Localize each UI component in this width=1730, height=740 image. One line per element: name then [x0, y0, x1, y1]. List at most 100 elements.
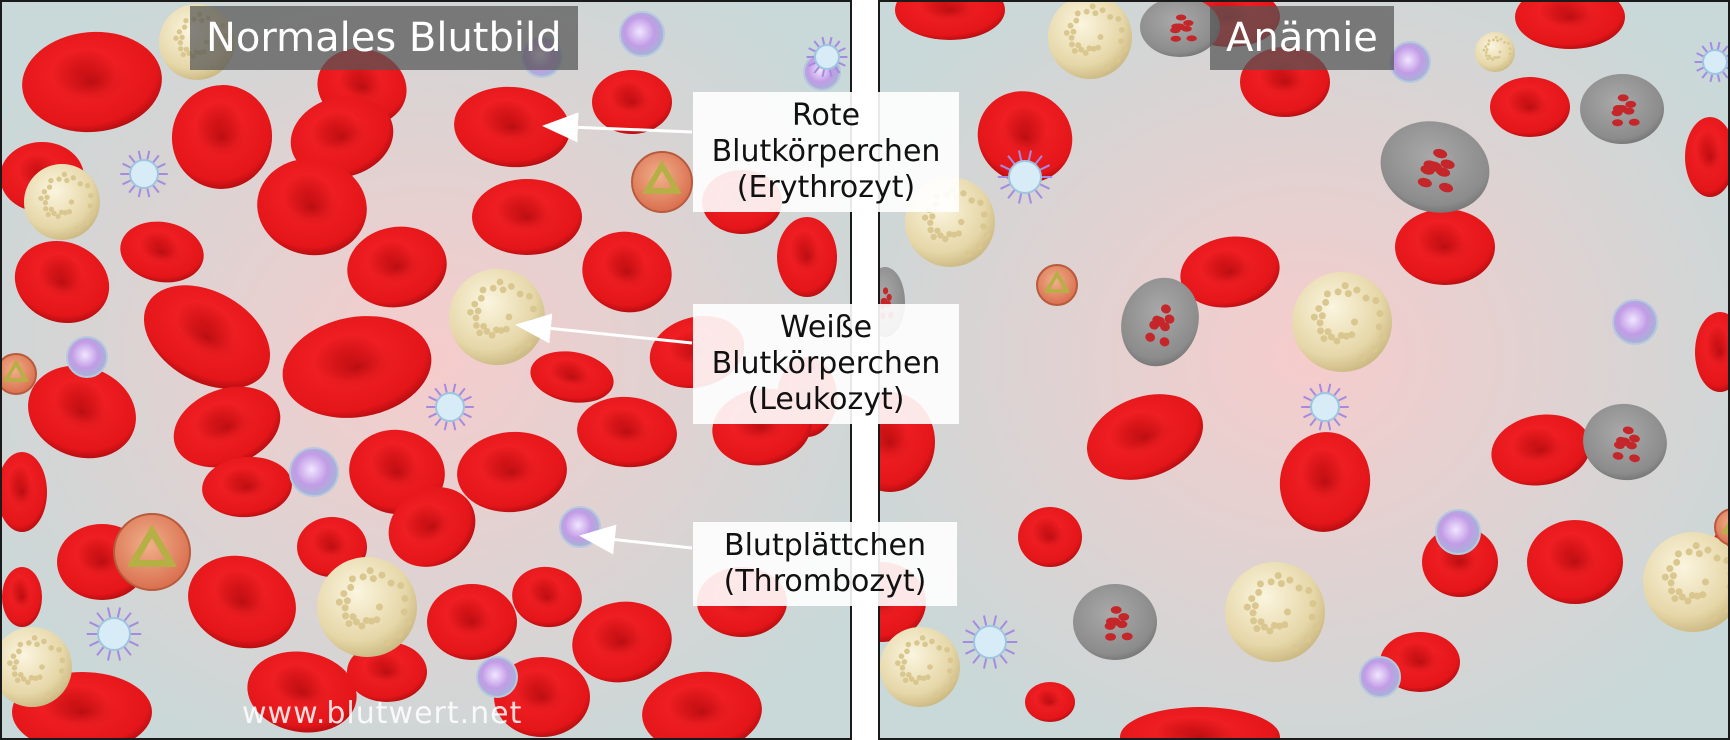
panel-title-anemia: Anämie [1210, 6, 1394, 70]
anemic-red-blood-cell [1580, 74, 1664, 144]
granulocyte [113, 513, 191, 591]
watermark: www.blutwert.net [242, 696, 523, 731]
monocyte [1694, 41, 1728, 83]
anemia-panel: Anämie [878, 0, 1730, 740]
platelet [66, 336, 108, 378]
platelet [1389, 41, 1431, 83]
label-platelet-line-1: Blutplättchen [724, 528, 926, 563]
label-platelet-line-2: (Thrombozyt) [723, 564, 927, 599]
red-blood-cell [1120, 707, 1280, 738]
white-blood-cell [1475, 32, 1515, 72]
red-blood-cell [22, 31, 162, 133]
red-blood-cell [173, 386, 281, 468]
platelet [289, 447, 339, 497]
red-blood-cell [1018, 507, 1082, 567]
label-wbc-line-2: Blutkörperchen [711, 346, 941, 381]
red-blood-cell [28, 365, 136, 459]
label-white-blood-cells: Weiße Blutkörperchen (Leukozyt) [693, 304, 959, 424]
normal-blood-illustration [2, 2, 850, 738]
red-blood-cell [582, 231, 672, 313]
red-blood-cell [143, 285, 271, 389]
white-blood-cell [1048, 2, 1132, 79]
panel-title-normal: Normales Blutbild [190, 6, 578, 70]
red-blood-cell [2, 452, 47, 532]
anemic-red-blood-cell [1380, 121, 1490, 213]
red-blood-cell [1279, 432, 1371, 532]
label-rbc-line-1: Rote [791, 98, 861, 133]
red-blood-cell [427, 584, 517, 660]
label-red-blood-cells: Rote Blutkörperchen (Erythrozyt) [693, 92, 959, 212]
label-rbc-line-3: (Erythrozyt) [736, 170, 916, 205]
label-platelets: Blutplättchen (Thrombozyt) [693, 522, 957, 606]
white-blood-cell [24, 164, 100, 240]
red-blood-cell [388, 487, 476, 567]
red-blood-cell [120, 221, 204, 283]
label-rbc-line-2: Blutkörperchen [711, 134, 941, 169]
red-blood-cell [472, 179, 582, 255]
label-wbc-line-1: Weiße [779, 310, 873, 345]
monocyte [426, 383, 474, 431]
red-blood-cell [530, 351, 614, 403]
red-blood-cell [592, 70, 672, 134]
red-blood-cell [1180, 236, 1280, 308]
red-blood-cell [202, 456, 292, 518]
red-blood-cell [572, 601, 672, 683]
red-blood-cell [1395, 209, 1495, 285]
red-blood-cell [188, 555, 296, 649]
red-blood-cell [454, 86, 570, 168]
granulocyte [2, 353, 37, 395]
platelet [1612, 299, 1658, 345]
red-blood-cell [171, 85, 273, 189]
red-blood-cell [1695, 312, 1728, 392]
granulocyte [631, 151, 693, 213]
red-blood-cell [577, 396, 677, 468]
platelet [1359, 656, 1401, 698]
red-blood-cell [642, 671, 762, 738]
red-blood-cell [512, 566, 582, 628]
anemic-red-blood-cell [1073, 584, 1157, 660]
monocyte [86, 607, 142, 661]
monocyte [806, 36, 848, 78]
red-blood-cell [1490, 77, 1570, 137]
red-blood-cell [1515, 2, 1625, 49]
monocyte [1301, 383, 1349, 431]
red-blood-cell [247, 651, 357, 733]
red-blood-cell [1025, 682, 1075, 722]
red-blood-cell [2, 567, 42, 627]
platelet [619, 11, 665, 57]
monocyte [962, 615, 1018, 669]
red-blood-cell [347, 226, 447, 308]
white-blood-cell [1292, 272, 1392, 372]
red-blood-cell [1527, 520, 1623, 604]
label-wbc-line-3: (Leukozyt) [747, 382, 905, 417]
monocyte [997, 150, 1053, 204]
red-blood-cell [282, 316, 432, 418]
red-blood-cell [1685, 117, 1728, 197]
red-blood-cell [1491, 414, 1591, 486]
red-blood-cell [14, 240, 110, 324]
normal-blood-panel: Normales Blutbild www.blutwert.net [0, 0, 852, 740]
monocyte [120, 150, 168, 198]
white-blood-cell [1225, 562, 1325, 662]
white-blood-cell [317, 557, 417, 657]
white-blood-cell [449, 269, 545, 365]
red-blood-cell [457, 431, 567, 513]
red-blood-cell [777, 217, 837, 297]
red-blood-cell [257, 158, 367, 256]
white-blood-cell [880, 627, 960, 707]
red-blood-cell [977, 91, 1073, 183]
anemic-red-blood-cell [1121, 277, 1199, 367]
anemia-illustration [880, 2, 1728, 738]
granulocyte [1036, 264, 1078, 306]
white-blood-cell [1643, 532, 1728, 632]
platelet [476, 656, 518, 698]
white-blood-cell [2, 627, 72, 707]
platelet [559, 506, 601, 548]
red-blood-cell [290, 96, 394, 178]
granulocyte [1714, 508, 1728, 546]
anemic-red-blood-cell [1140, 2, 1220, 57]
red-blood-cell [895, 2, 1005, 40]
anemic-red-blood-cell [1583, 403, 1667, 481]
red-blood-cell [1086, 394, 1204, 480]
platelet [1435, 509, 1481, 555]
